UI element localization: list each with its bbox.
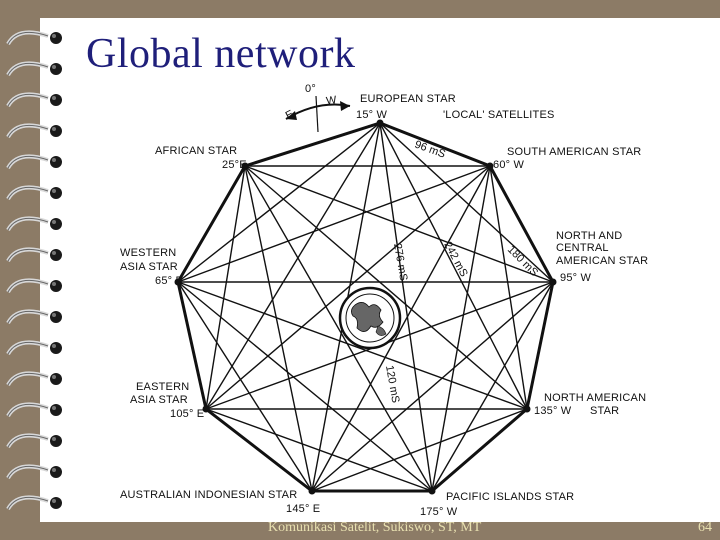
spiral-binding [6, 30, 62, 511]
satellite-pacific-islands: PACIFIC ISLANDS STAR 175° W [420, 491, 574, 518]
satellite-node-north-central-american [549, 278, 557, 286]
link-pacific-islands-eastern-asia [205, 408, 433, 492]
satellite-node-south-american [486, 162, 494, 170]
link-north-american-australian-indonesian [311, 408, 528, 492]
satellite-eastern-asia: EASTERN ASIA STAR 105° E [130, 381, 204, 420]
satellite-north-central-american-name-2: CENTRAL [556, 242, 609, 254]
satellite-pacific-islands-name: PACIFIC ISLANDS STAR [446, 491, 574, 503]
link-pacific-islands-african [244, 165, 433, 492]
slide-title: Global network [86, 31, 356, 77]
link-south-american-eastern-asia [205, 165, 491, 410]
satellite-north-central-american-position: 95° W [560, 272, 591, 284]
satellite-european-name: EUROPEAN STAR [360, 93, 456, 105]
satellite-eastern-asia-name-1: EASTERN [136, 381, 189, 393]
binding-ring [6, 340, 62, 356]
satellite-node-pacific-islands [428, 487, 436, 495]
link-north-central-american-pacific-islands [431, 281, 554, 492]
link-north-american-african [244, 165, 528, 410]
link-australian-indonesian-western-asia [177, 281, 313, 492]
delay-label-242: 242 mS [441, 240, 469, 279]
binding-ring [6, 495, 62, 511]
satellite-node-australian-indonesian [308, 487, 316, 495]
link-north-american-western-asia [177, 281, 528, 410]
satellite-european-position: 15° W [356, 109, 387, 121]
satellite-australian-indonesian-name: AUSTRALIAN INDONESIAN STAR [120, 489, 297, 501]
binding-ring [6, 92, 62, 108]
satellite-node-western-asia [174, 278, 182, 286]
binding-ring [6, 278, 62, 294]
delay-label-276: 276 mS [391, 242, 409, 281]
satellite-pacific-islands-position: 175° W [420, 506, 458, 518]
link-north-central-american-african [244, 165, 554, 283]
satellite-north-central-american-name-1: NORTH AND [556, 230, 622, 242]
page-number: 64 [698, 520, 712, 535]
link-european-north-central-american [379, 122, 554, 283]
binding-ring [6, 30, 62, 46]
satellite-south-american-name: SOUTH AMERICAN STAR [507, 146, 641, 158]
binding-ring [6, 247, 62, 263]
slide-footer: Komunikasi Satelit, Sukiswo, ST, MT [268, 520, 482, 535]
binding-ring [6, 123, 62, 139]
satellite-north-central-american: NORTH AND CENTRAL AMERICAN STAR 95° W [556, 230, 648, 284]
satellite-north-american-position: 135° W [534, 405, 572, 417]
satellite-south-american: SOUTH AMERICAN STAR 60° W [493, 146, 641, 171]
binding-ring [6, 402, 62, 418]
satellite-european: EUROPEAN STAR 15° W [356, 93, 456, 121]
satellite-node-african [241, 162, 249, 170]
link-eastern-asia-african [205, 165, 246, 410]
compass-zero-label: 0° [305, 83, 316, 95]
link-south-american-pacific-islands [431, 165, 491, 492]
satellite-node-north-american [523, 405, 531, 413]
satellite-western-asia-name-2: ASIA STAR [120, 261, 178, 273]
link-european-north-american [379, 122, 528, 410]
binding-ring [6, 433, 62, 449]
satellite-australian-indonesian-position: 145° E [286, 503, 320, 515]
satellite-north-american-name-1: NORTH AMERICAN [544, 392, 646, 404]
satellite-western-asia-name-1: WESTERN [120, 247, 176, 259]
satellite-australian-indonesian: AUSTRALIAN INDONESIAN STAR 145° E [120, 489, 320, 515]
link-european-eastern-asia [205, 122, 381, 410]
satellite-african-position: 25°E [222, 159, 247, 171]
link-north-central-american-australian-indonesian [311, 281, 554, 492]
binding-ring [6, 309, 62, 325]
link-australian-indonesian-african [244, 165, 313, 492]
satellite-african-name: AFRICAN STAR [155, 145, 237, 157]
satellite-eastern-asia-name-2: ASIA STAR [130, 394, 188, 406]
satellite-north-american: NORTH AMERICAN STAR 135° W [534, 392, 646, 417]
link-european-western-asia [177, 122, 381, 283]
satellite-western-asia: WESTERN ASIA STAR 65° E [120, 247, 183, 287]
binding-ring [6, 216, 62, 232]
binding-ring [6, 185, 62, 201]
local-satellites-label: 'LOCAL' SATELLITES [443, 109, 555, 121]
satellite-african: AFRICAN STAR 25°E [155, 145, 247, 171]
satellite-node-eastern-asia [202, 405, 210, 413]
binding-ring [6, 154, 62, 170]
slide-canvas [40, 18, 720, 522]
satellite-north-central-american-name-3: AMERICAN STAR [556, 255, 648, 267]
link-south-american-north-american [489, 165, 528, 410]
binding-ring [6, 61, 62, 77]
satellite-south-american-position: 60° W [493, 159, 524, 171]
satellite-north-american-name-2: STAR [590, 405, 619, 417]
binding-ring [6, 371, 62, 387]
compass-arrow [285, 95, 351, 133]
network-ring [176, 121, 555, 493]
compass-west-label: W [325, 94, 338, 107]
earth-icon [338, 286, 402, 350]
binding-ring [6, 464, 62, 480]
link-south-american-western-asia [177, 165, 491, 283]
satellite-eastern-asia-position: 105° E [170, 408, 204, 420]
link-south-american-australian-indonesian [311, 165, 491, 492]
satellite-node-european [376, 119, 384, 127]
link-european-pacific-islands [379, 122, 433, 492]
delay-label-120: 120 mS [383, 364, 401, 403]
